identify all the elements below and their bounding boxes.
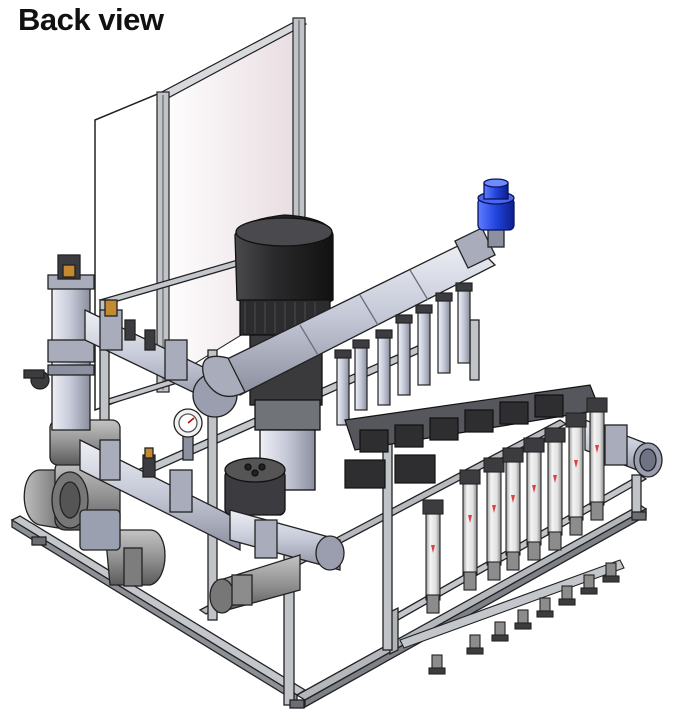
lower-left-manifold: [79, 438, 241, 552]
blue-valve-icon: [477, 178, 515, 248]
flowmeter-row: [422, 397, 608, 614]
view-title: Back view: [18, 2, 164, 37]
flowmeter-icon: [483, 457, 505, 581]
upper-left-manifold: [84, 299, 238, 418]
flowmeter-icon: [586, 397, 608, 521]
flowmeter-icon: [565, 412, 587, 536]
top-header-pipe: [202, 227, 497, 398]
left-riser-pipe: [23, 254, 95, 431]
flowmeter-icon: [544, 427, 566, 551]
pressure-gauge-icon: [173, 408, 203, 461]
outlet-nozzles: [399, 559, 625, 675]
diaphragm-valve: [224, 457, 286, 516]
flowmeter-icon: [422, 499, 444, 614]
flowmeter-icon: [502, 447, 524, 571]
flowmeter-icon: [459, 469, 481, 591]
drop-pipes: [334, 282, 473, 426]
center-lower-piping: [209, 509, 345, 614]
solenoid-valve-row: [344, 384, 601, 489]
flowmeter-icon: [523, 437, 545, 561]
